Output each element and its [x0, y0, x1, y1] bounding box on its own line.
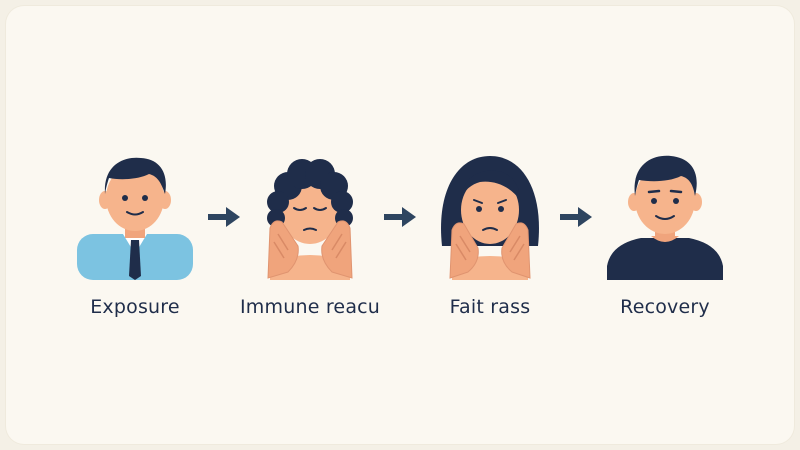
stage-recovery: Recovery — [595, 150, 735, 318]
person-in-shirt-tie-icon — [77, 157, 193, 280]
stage-label: Exposure — [90, 296, 180, 318]
stage-immune-reaction: Immune reacu — [240, 150, 380, 318]
stage-label: Immune reacu — [240, 296, 381, 318]
arrow-right-icon — [384, 207, 416, 227]
person-hands-on-face-icon — [267, 159, 353, 280]
person-smiling-icon — [607, 155, 723, 280]
stage-exposure: Exposure — [65, 150, 205, 318]
arrow-right-icon — [560, 207, 592, 227]
stage-label: Recovery — [620, 296, 710, 318]
stage-fait-rass: Fait rass — [420, 150, 560, 318]
person-worried-hands-on-cheeks-icon — [441, 156, 539, 280]
arrow-right-icon — [208, 207, 240, 227]
stage-label: Fait rass — [449, 296, 531, 318]
